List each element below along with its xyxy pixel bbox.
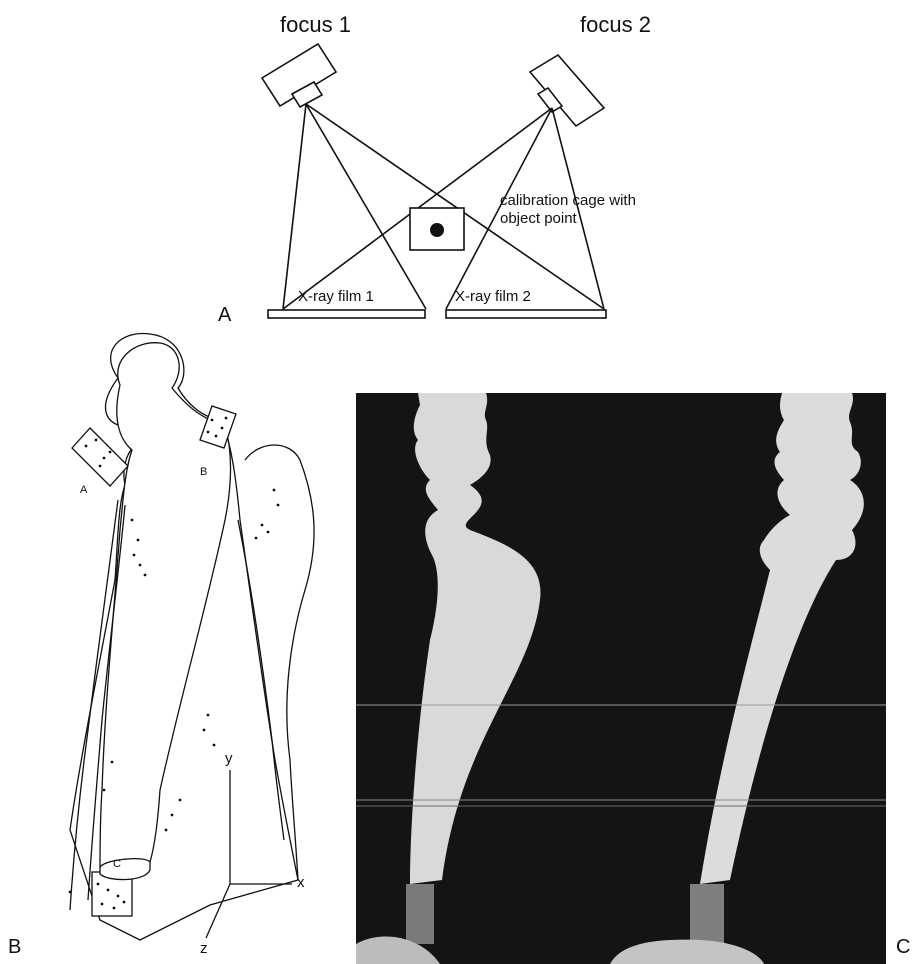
film2-label: X-ray film 2 bbox=[455, 288, 531, 305]
beam-f1-left bbox=[283, 104, 306, 309]
cage-label-line1: calibration cage with bbox=[500, 192, 636, 209]
axis-x-label: x bbox=[297, 874, 305, 891]
panel-c-radiograph bbox=[356, 393, 886, 964]
panel-b-letter: B bbox=[8, 936, 21, 959]
panel-b-diagram bbox=[70, 333, 314, 940]
panel-a-letter: A bbox=[218, 304, 231, 327]
marker-region-a bbox=[72, 428, 128, 486]
marker-region-b bbox=[200, 406, 236, 448]
axis-z-label: z bbox=[200, 940, 208, 957]
marker-b-label: B bbox=[200, 466, 207, 478]
film1-label: X-ray film 1 bbox=[298, 288, 374, 305]
axis-y-label: y bbox=[225, 750, 233, 767]
xray-film-1 bbox=[268, 310, 425, 318]
xray-film-2 bbox=[446, 310, 606, 318]
object-point bbox=[430, 223, 444, 237]
focus2-label: focus 2 bbox=[580, 12, 651, 38]
marker-a-label: A bbox=[80, 484, 87, 496]
focus1-label: focus 1 bbox=[280, 12, 351, 38]
cage-label-line2: object point bbox=[500, 210, 577, 227]
panel-a-diagram bbox=[262, 44, 606, 318]
panel-c-letter: C bbox=[896, 936, 910, 959]
marker-c-label: C bbox=[113, 858, 121, 870]
focus1-tube bbox=[262, 44, 336, 107]
